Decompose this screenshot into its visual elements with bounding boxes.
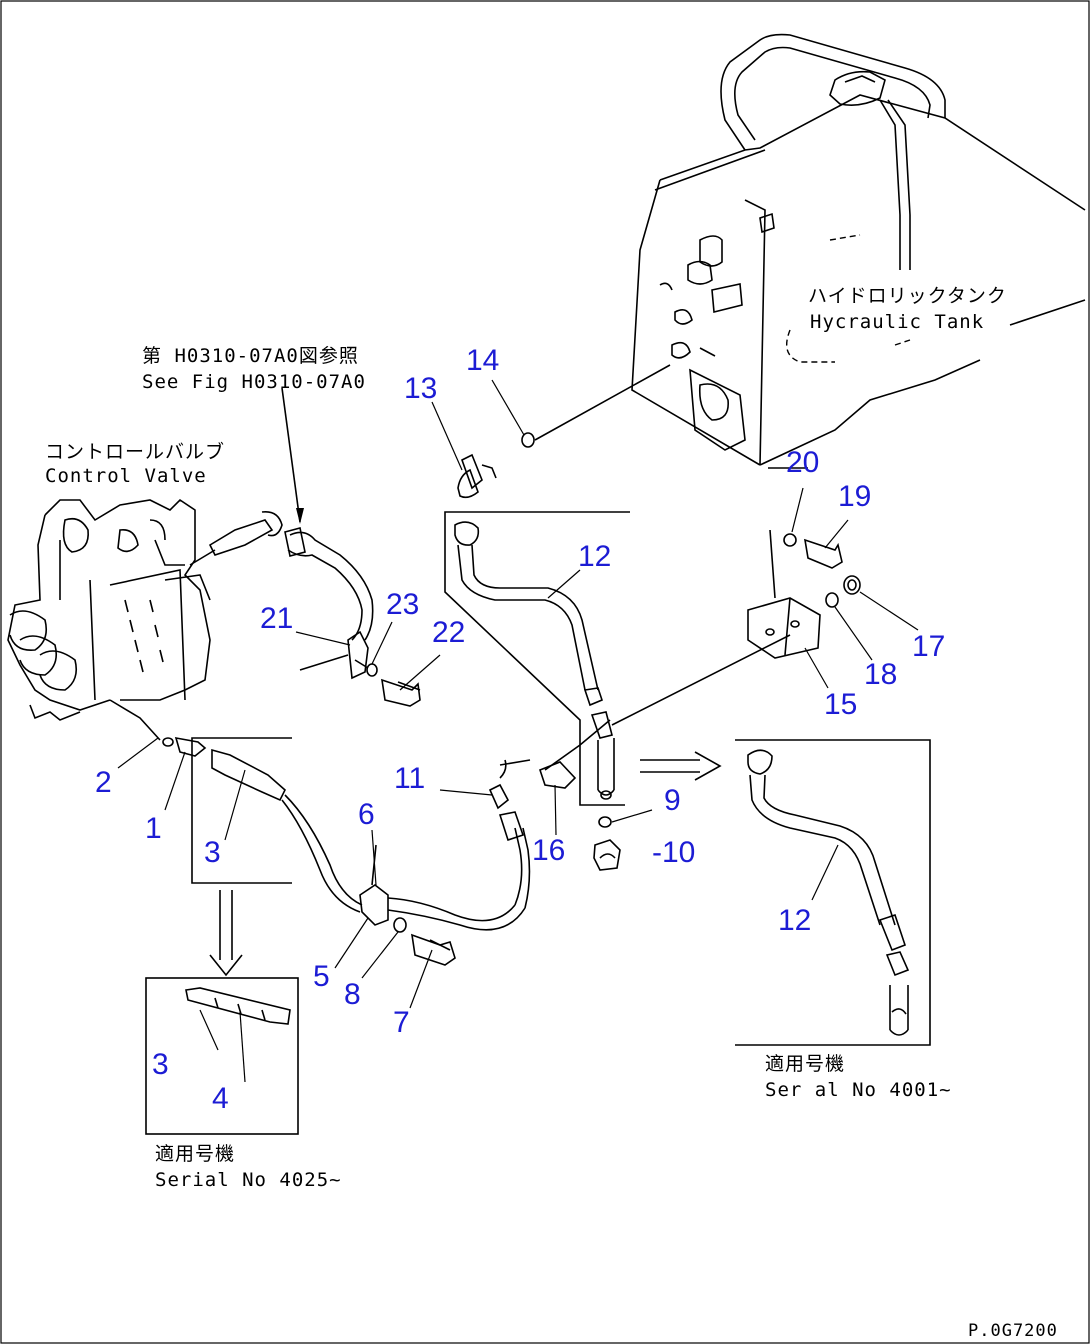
callout-5: 5 bbox=[313, 960, 330, 993]
callout-13: 13 bbox=[404, 372, 437, 405]
serial-left-en: Serial No 4025~ bbox=[155, 1169, 342, 1191]
serial-left-jp: 適用号機 bbox=[155, 1143, 235, 1165]
callout-12b: 12 bbox=[778, 904, 811, 937]
callout-8: 8 bbox=[344, 978, 361, 1011]
detail-arrow-right bbox=[640, 751, 722, 781]
bracket-15-assembly bbox=[611, 467, 861, 726]
tank-label-en: Hycraulic Tank bbox=[810, 311, 984, 333]
callout-21: 21 bbox=[260, 602, 293, 635]
ref-label-en: See Fig H0310-07A0 bbox=[142, 371, 366, 393]
valve-label-jp: コントロールバルブ bbox=[45, 440, 225, 463]
callout-17: 17 bbox=[912, 630, 945, 663]
ref-label-jp: 第 H0310-07A0図参照 bbox=[142, 345, 359, 367]
valve-label-en: Control Valve bbox=[45, 465, 207, 487]
ref-arrow bbox=[281, 387, 301, 523]
callout-3b: 3 bbox=[152, 1048, 169, 1081]
hydraulic-tank: ハイドロリックタンク Hycraulic Tank bbox=[631, 33, 1086, 466]
callout-23: 23 bbox=[386, 588, 419, 621]
control-valve: コントロールバルブ Control Valve bbox=[7, 440, 283, 721]
callout-9: 9 bbox=[664, 784, 681, 817]
lower-hose bbox=[109, 699, 531, 931]
callout-11: 11 bbox=[394, 762, 425, 795]
callout-7: 7 bbox=[393, 1006, 410, 1039]
callout-18: 18 bbox=[864, 658, 897, 691]
clamp-assembly-lower bbox=[393, 917, 456, 966]
callout-4: 4 bbox=[212, 1082, 229, 1115]
callout-12: 12 bbox=[578, 540, 611, 573]
clamp-assembly-upper bbox=[299, 630, 421, 707]
callout-6: 6 bbox=[358, 798, 375, 831]
callout-3: 3 bbox=[204, 836, 221, 869]
callout-10: -10 bbox=[652, 836, 695, 869]
callout-20: 20 bbox=[786, 446, 819, 479]
callout-15: 15 bbox=[824, 688, 857, 721]
drawing-code: P.0G7200 bbox=[968, 1321, 1058, 1341]
fitting-9-10 bbox=[593, 816, 621, 871]
serial-right-jp: 適用号機 bbox=[765, 1053, 845, 1075]
callout-16: 16 bbox=[532, 834, 565, 867]
callout-19: 19 bbox=[838, 480, 871, 513]
callouts: 1 2 3 3 4 5 6 7 8 9 -10 11 12 12 13 14 1… bbox=[95, 344, 945, 1115]
callout-1: 1 bbox=[145, 812, 162, 845]
callout-22: 22 bbox=[432, 616, 465, 649]
serial-right-en: Ser al No 4001~ bbox=[765, 1079, 952, 1101]
callout-14: 14 bbox=[466, 344, 499, 377]
inset-right: 適用号機 Ser al No 4001~ bbox=[735, 739, 952, 1101]
inset-left: 適用号機 Serial No 4025~ bbox=[145, 737, 342, 1191]
tank-label-jp: ハイドロリックタンク bbox=[808, 285, 1007, 307]
callout-2: 2 bbox=[95, 766, 112, 799]
pipe-12-main bbox=[444, 364, 671, 806]
leader-lines bbox=[117, 379, 919, 1083]
reference-hose: 第 H0310-07A0図参照 See Fig H0310-07A0 bbox=[142, 345, 374, 641]
